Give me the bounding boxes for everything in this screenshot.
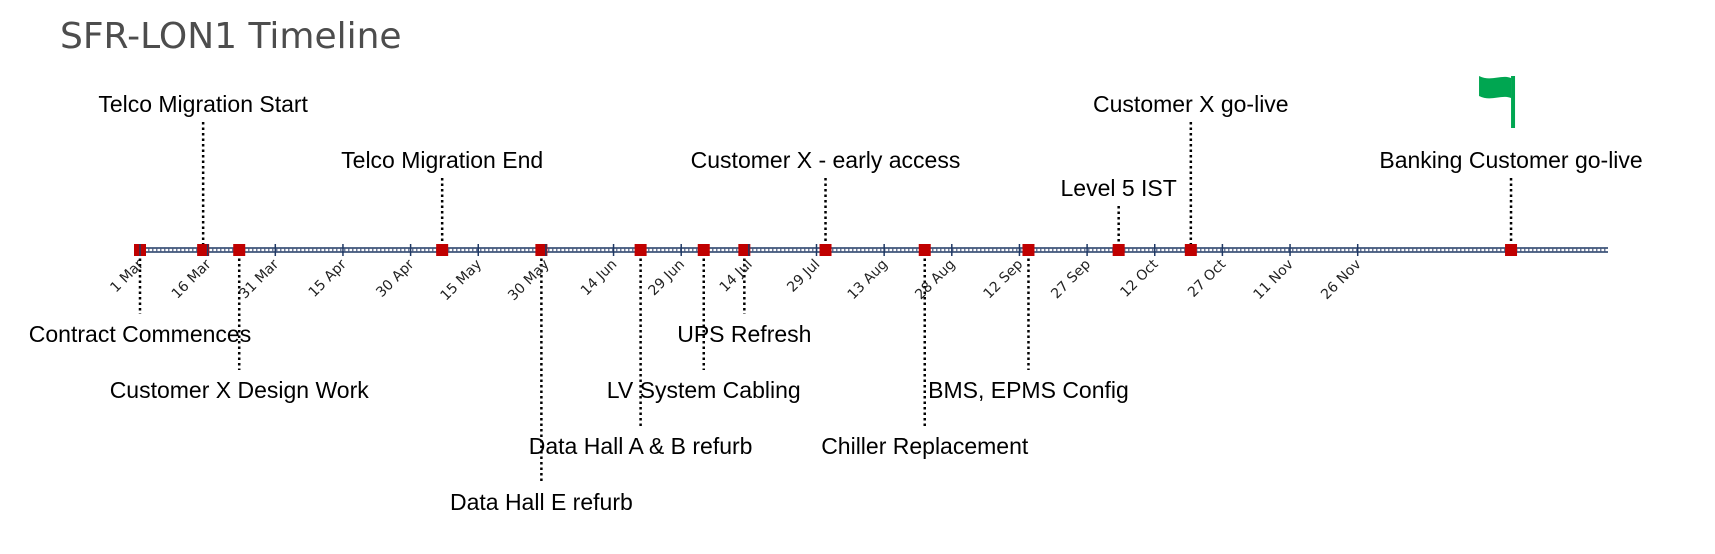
event-marker	[819, 244, 832, 256]
tick-label: 11 Nov	[1250, 257, 1296, 303]
tick-label: 29 Jun	[646, 257, 689, 300]
event-marker	[738, 244, 751, 256]
event-marker	[197, 244, 210, 256]
tick-label: 30 Apr	[373, 256, 417, 300]
event-marker	[535, 244, 548, 256]
tick-label: 12 Oct	[1117, 256, 1162, 301]
tick-label: 14 Jun	[578, 257, 621, 300]
event-label: LV System Cabling	[607, 377, 801, 403]
chart-title: SFR-LON1 Timeline	[60, 16, 402, 57]
tick-label: 16 Mar	[169, 256, 215, 302]
tick-label: 29 Jul	[784, 257, 823, 296]
tick-label: 14 Jul	[717, 257, 756, 296]
end-flag	[1479, 76, 1516, 128]
event-label: UPS Refresh	[677, 321, 811, 347]
event-marker	[233, 244, 246, 256]
event-label: Banking Customer go-live	[1379, 147, 1642, 173]
tick-label: 15 Apr	[306, 256, 350, 300]
event-label: BMS, EPMS Config	[928, 377, 1129, 403]
event-label: Chiller Replacement	[821, 433, 1029, 459]
tick-label: 28 Aug	[912, 257, 958, 303]
event-label: Telco Migration Start	[98, 91, 308, 117]
tick-label: 15 May	[438, 257, 486, 305]
event-label: Customer X Design Work	[110, 377, 370, 403]
event-marker	[1022, 244, 1035, 256]
event-marker	[697, 244, 710, 256]
tick-label: 12 Sep	[981, 256, 1027, 302]
event-marker	[1505, 244, 1518, 256]
event-marker	[634, 244, 647, 256]
tick-label: 26 Nov	[1318, 257, 1364, 303]
event-label: Telco Migration End	[341, 147, 543, 173]
event-label: Level 5 IST	[1060, 175, 1176, 201]
event-marker	[1112, 244, 1125, 256]
event-label: Data Hall E refurb	[450, 489, 633, 515]
timeline-axis	[140, 247, 1608, 253]
tick-label: 13 Aug	[845, 257, 891, 303]
event-label: Customer X - early access	[691, 147, 961, 173]
event-label: Contract Commences	[29, 321, 251, 347]
flag-icon	[1479, 76, 1512, 99]
event-connectors	[138, 122, 1513, 482]
event-marker	[1184, 244, 1197, 256]
tick-label: 27 Sep	[1048, 256, 1094, 302]
event-label: Customer X go-live	[1093, 91, 1289, 117]
event-marker	[918, 244, 931, 256]
event-label: Data Hall A & B refurb	[529, 433, 753, 459]
tick-label: 31 Mar	[236, 256, 282, 302]
event-marker	[436, 244, 449, 256]
tick-label: 30 May	[505, 257, 553, 305]
event-markers	[134, 244, 1518, 256]
tick-label: 27 Oct	[1185, 256, 1230, 301]
